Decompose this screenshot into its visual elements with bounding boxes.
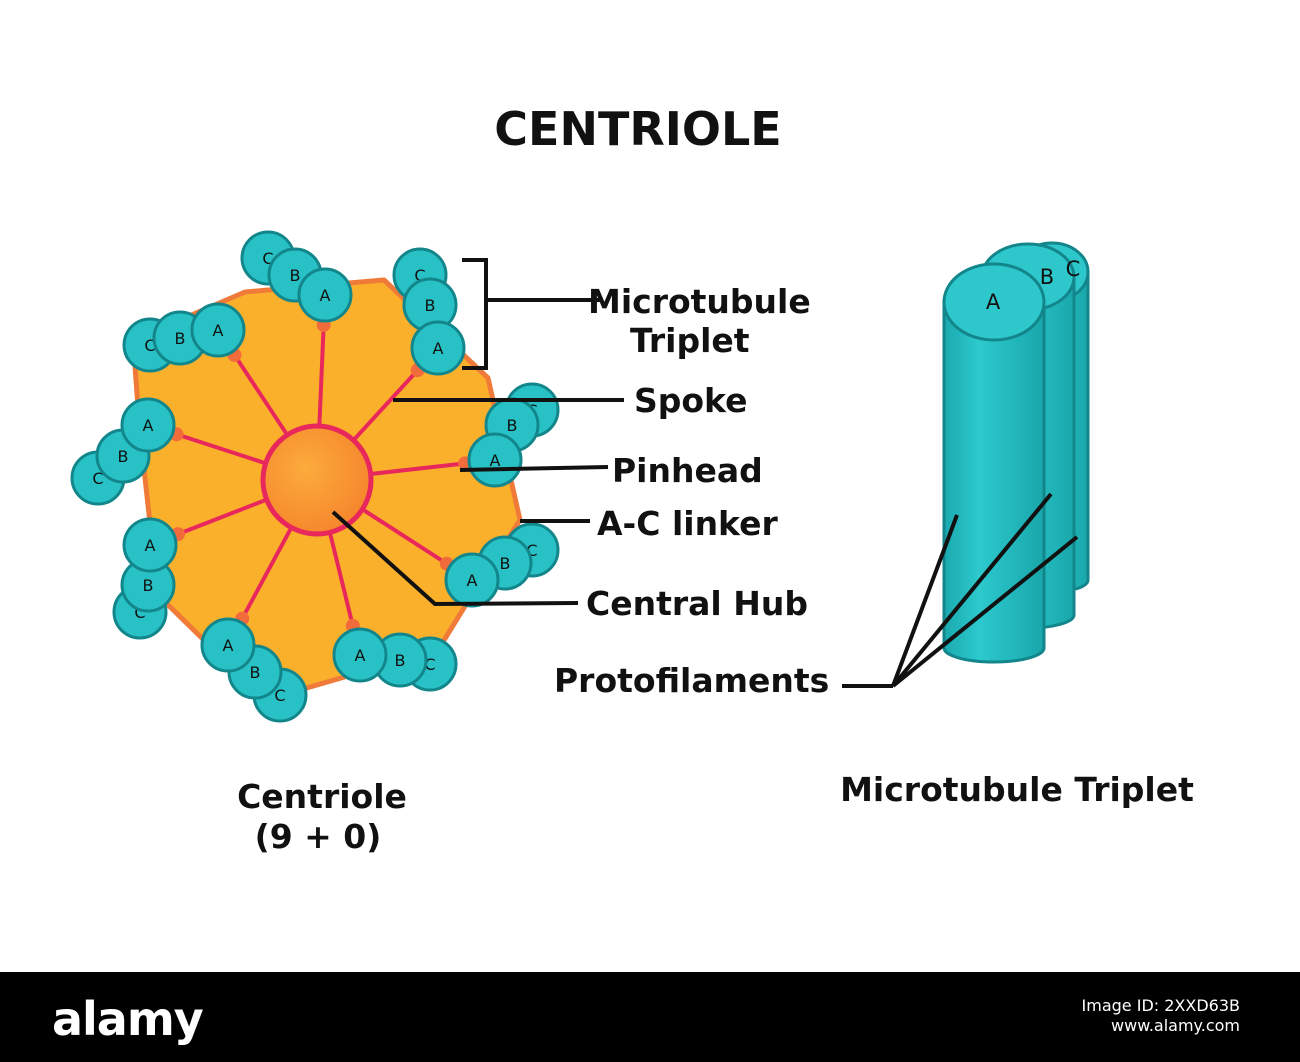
tubule-a	[120, 397, 176, 453]
microtubule-triplet: CB A	[332, 627, 458, 692]
label-leaders	[331, 258, 624, 607]
spoke	[317, 324, 326, 427]
spoke	[327, 531, 355, 627]
tubule-letter-b: B	[118, 447, 129, 466]
tubule-a	[190, 302, 246, 358]
tubule-a	[297, 267, 353, 323]
tubule-letter-a: A	[490, 451, 501, 470]
tubule-letter-b: B	[425, 296, 436, 315]
spoke	[240, 526, 294, 620]
spoke	[370, 461, 466, 476]
tubule-letter-c: C	[92, 469, 103, 488]
microtubule-triplet: CB A	[112, 517, 178, 640]
label-microtubule-triplet-line1: Microtubule	[588, 282, 811, 321]
microtubule-triplet: CBA	[467, 382, 560, 488]
pinhead-leader	[459, 465, 609, 472]
tubule-letter-c: C	[526, 541, 537, 560]
tubule-letter-c: C	[424, 655, 435, 674]
tubule-letter-a: A	[145, 536, 156, 555]
tubule-letter-a: A	[320, 286, 331, 305]
centriole-cross-section: CBACBACBACBACBACBACBACBACBA	[70, 230, 560, 723]
label-microtubule-triplet-line2: Triplet	[630, 321, 750, 360]
tubule-letter-a: A	[213, 321, 224, 340]
tubule-letter-b: B	[250, 663, 261, 682]
tubule-a	[467, 432, 523, 488]
microtubule-triplet: CB A	[392, 247, 466, 376]
caption-centriole: Centriole	[237, 777, 407, 816]
side-letter-c: C	[1066, 257, 1081, 281]
tubule-letter-a: A	[467, 571, 478, 590]
label-pinhead: Pinhead	[612, 451, 763, 490]
stock-logo: alamy	[52, 992, 204, 1046]
spoke	[352, 368, 420, 442]
tubule-letter-b: B	[507, 416, 518, 435]
side-letter-b: B	[1040, 265, 1054, 289]
label-ac-linker: A-C linker	[597, 504, 779, 543]
label-protofilaments: Protofilaments	[554, 661, 829, 700]
tubule-letter-c: C	[262, 249, 273, 268]
tubule-letter-b: B	[500, 554, 511, 573]
microtubule-triplet: CBA	[240, 230, 353, 323]
tubule-a	[942, 262, 1046, 664]
tubule-letter-a: A	[355, 646, 366, 665]
tubule-letter-a: A	[143, 416, 154, 435]
protofilament-leaders	[842, 492, 1079, 688]
tubule-letter-a: A	[433, 339, 444, 358]
central-hub-leader	[331, 510, 579, 607]
spoke	[361, 507, 448, 566]
tubule-letter-c: C	[134, 603, 145, 622]
spoke	[177, 497, 268, 536]
page-title: CENTRIOLE	[494, 102, 781, 156]
caption-formula: (9 + 0)	[255, 817, 382, 856]
tubule-letter-c: C	[274, 686, 285, 705]
microtubule-triplet: CBA	[200, 617, 308, 723]
stock-url: www.alamy.com	[1111, 1016, 1240, 1035]
tubule-a	[200, 617, 256, 673]
stock-id: Image ID: 2XXD63B www.alamy.com	[1082, 996, 1240, 1036]
tubule-a	[444, 552, 500, 608]
label-central-hub: Central Hub	[586, 584, 808, 623]
label-spoke: Spoke	[634, 381, 748, 420]
tubule-letter-c: C	[144, 336, 155, 355]
spoke	[232, 353, 289, 437]
tubule-a	[332, 627, 388, 683]
microtubule-triplet: CB A	[444, 522, 560, 608]
central-hub	[260, 423, 374, 537]
triplet-bracket	[462, 258, 488, 370]
side-letter-a: A	[986, 290, 1001, 314]
microtubule-triplets: CBACBACBACBACBACBACBACBACBA	[70, 230, 560, 723]
caption-microtubule-triplet: Microtubule Triplet	[840, 770, 1194, 809]
tubule-letter-b: B	[143, 576, 154, 595]
tubule-a	[122, 517, 178, 573]
tubule-letter-b: B	[290, 266, 301, 285]
tubule-a	[410, 320, 466, 376]
stock-image-id: Image ID: 2XXD63B	[1081, 996, 1240, 1015]
spoke	[175, 432, 267, 466]
microtubule-triplet: CBA	[70, 397, 176, 506]
stock-bar: alamy Image ID: 2XXD63B www.alamy.com	[0, 972, 1300, 1062]
tubule-letter-b: B	[175, 329, 186, 348]
tubule-letter-a: A	[223, 636, 234, 655]
tubule-letter-c: C	[414, 266, 425, 285]
tubule-letter-b: B	[395, 651, 406, 670]
